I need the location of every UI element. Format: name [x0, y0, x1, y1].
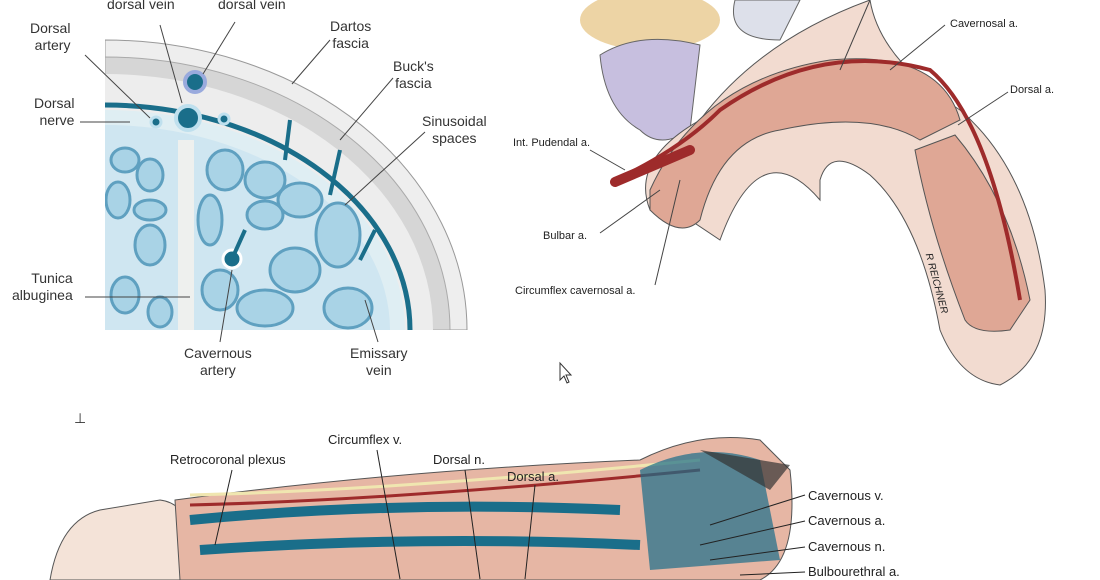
cross-section-diagram [105, 39, 468, 330]
label-cavernous-a: Cavernous a. [808, 513, 886, 528]
label-retrocoronal-plexus: Retrocoronal plexus [170, 452, 286, 467]
label-circumflex-cavernosal-a: Circumflex cavernosal a. [515, 285, 636, 297]
label-dorsal-vein-deep: dorsal vein [107, 0, 175, 12]
label-emissary-vein: Emissary vein [350, 345, 408, 378]
label-dorsal-nerve: Dorsal nerve [34, 95, 75, 128]
label-dorsal-a-bottom: Dorsal a. [507, 469, 560, 484]
label-dorsal-a-top: Dorsal a. [1010, 84, 1055, 96]
arterial-supply-diagram [580, 0, 1046, 386]
label-cavernous-v: Cavernous v. [808, 488, 884, 503]
label-int-pudendal-a: Int. Pudendal a. [513, 137, 591, 149]
label-bulbourethral-a: Bulbourethral a. [808, 564, 900, 579]
label-dorsal-n: Dorsal n. [433, 452, 486, 467]
lateral-view-diagram [49, 437, 793, 580]
label-dorsal-vein-superficial: dorsal vein [218, 0, 286, 12]
lateral-leader-lines [214, 449, 806, 580]
label-bulbar-a: Bulbar a. [543, 230, 588, 242]
mouse-cursor-icon [559, 361, 573, 384]
slide-marker: ⊥ [74, 410, 87, 426]
arterial-leader-lines [589, 0, 1009, 286]
label-cavernosal-a: Cavernosal a. [950, 18, 1018, 30]
label-dartos-fascia: Dartos fascia [330, 18, 372, 51]
label-dorsal-artery: Dorsal artery [30, 20, 71, 53]
label-cavernous-artery: Cavernous artery [184, 345, 252, 378]
label-cavernous-n: Cavernous n. [808, 539, 886, 554]
label-tunica-albuginea: Tunica albuginea [12, 270, 73, 303]
label-bucks-fascia: Buck's fascia [393, 58, 434, 91]
label-sinusoidal-spaces: Sinusoidal spaces [422, 113, 487, 146]
label-circumflex-v: Circumflex v. [328, 432, 403, 447]
cross-section-leader-lines [80, 21, 426, 343]
